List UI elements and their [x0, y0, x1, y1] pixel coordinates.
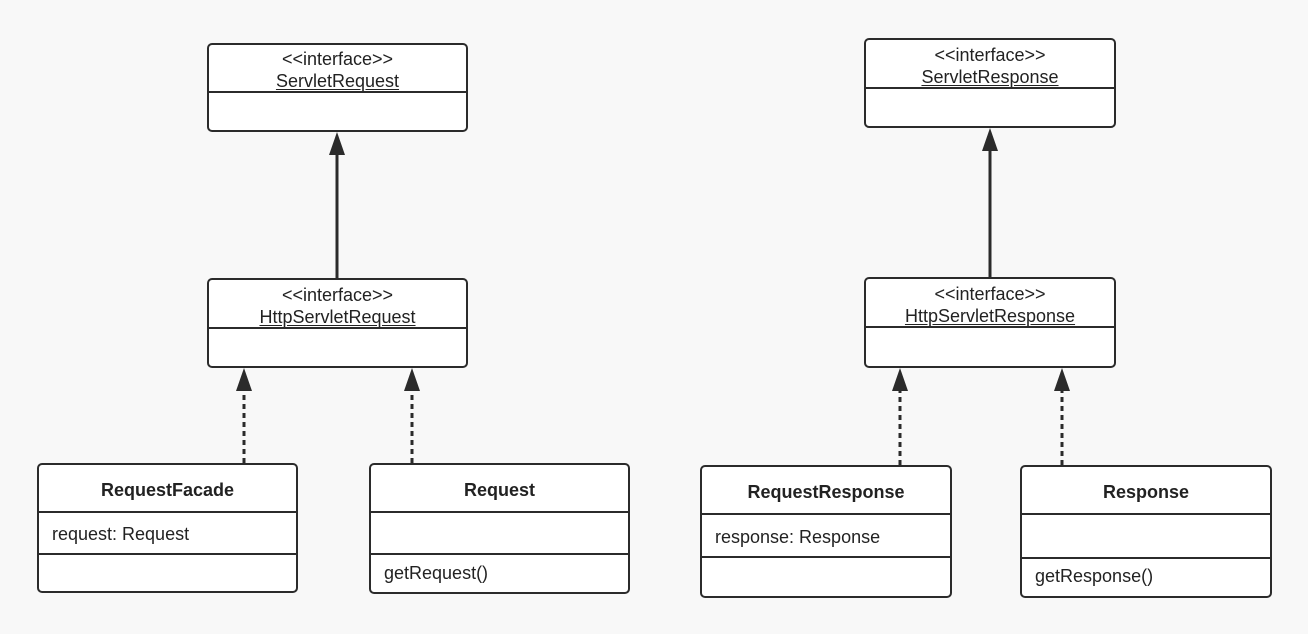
response-method: getResponse() — [1035, 566, 1154, 586]
servletrequest-name: ServletRequest — [275, 71, 400, 91]
arrowhead-httpservletresponse-left — [892, 368, 908, 391]
httpservletrequest-name: HttpServletRequest — [259, 307, 416, 327]
servletresponse-name: ServletResponse — [921, 67, 1059, 87]
requestfacade-header: RequestFacade — [39, 465, 296, 513]
request-attributes — [371, 513, 628, 555]
request-name: Request — [463, 480, 535, 500]
servletrequest-header: <<interface>> ServletRequest — [209, 45, 466, 93]
requestresponse-name: RequestResponse — [747, 482, 905, 502]
requestfacade-class-box: RequestFacade request: Request — [37, 463, 298, 593]
arrowhead-httpservletrequest-left — [236, 368, 252, 391]
request-class-box: Request getRequest() — [369, 463, 630, 594]
requestresponse-class-box: RequestResponse response: Response — [700, 465, 952, 598]
requestfacade-name: RequestFacade — [100, 480, 235, 500]
requestresponse-attribute: response: Response — [715, 527, 881, 547]
httpservletrequest-interface-box: <<interface>> HttpServletRequest — [207, 278, 468, 368]
request-method: getRequest() — [384, 563, 489, 583]
arrowhead-servletrequest — [329, 132, 345, 155]
httpservletresponse-name: HttpServletResponse — [904, 306, 1076, 326]
response-attributes — [1022, 515, 1270, 559]
arrowhead-servletresponse — [982, 128, 998, 151]
arrowhead-httpservletresponse-right — [1054, 368, 1070, 391]
arrowhead-httpservletrequest-right — [404, 368, 420, 391]
response-class-box: Response getResponse() — [1020, 465, 1272, 598]
response-name: Response — [1102, 482, 1190, 502]
servletresponse-header: <<interface>> ServletResponse — [866, 40, 1114, 89]
servletresponse-stereotype: <<interface>> — [934, 45, 1046, 65]
response-methods: getResponse() — [1022, 559, 1270, 587]
httpservletrequest-header: <<interface>> HttpServletRequest — [209, 280, 466, 329]
requestresponse-header: RequestResponse — [702, 467, 950, 515]
httpservletresponse-stereotype: <<interface>> — [934, 284, 1046, 304]
response-header: Response — [1022, 467, 1270, 515]
httpservletresponse-interface-box: <<interface>> HttpServletResponse — [864, 277, 1116, 368]
servletresponse-interface-box: <<interface>> ServletResponse — [864, 38, 1116, 128]
requestfacade-attributes: request: Request — [39, 513, 296, 555]
servletrequest-stereotype: <<interface>> — [281, 49, 394, 69]
request-methods: getRequest() — [371, 555, 628, 584]
httpservletrequest-stereotype: <<interface>> — [281, 285, 394, 305]
requestresponse-attributes: response: Response — [702, 515, 950, 558]
servletrequest-interface-box: <<interface>> ServletRequest — [207, 43, 468, 132]
requestfacade-attribute: request: Request — [52, 524, 190, 544]
httpservletresponse-header: <<interface>> HttpServletResponse — [866, 279, 1114, 328]
request-header: Request — [371, 465, 628, 513]
